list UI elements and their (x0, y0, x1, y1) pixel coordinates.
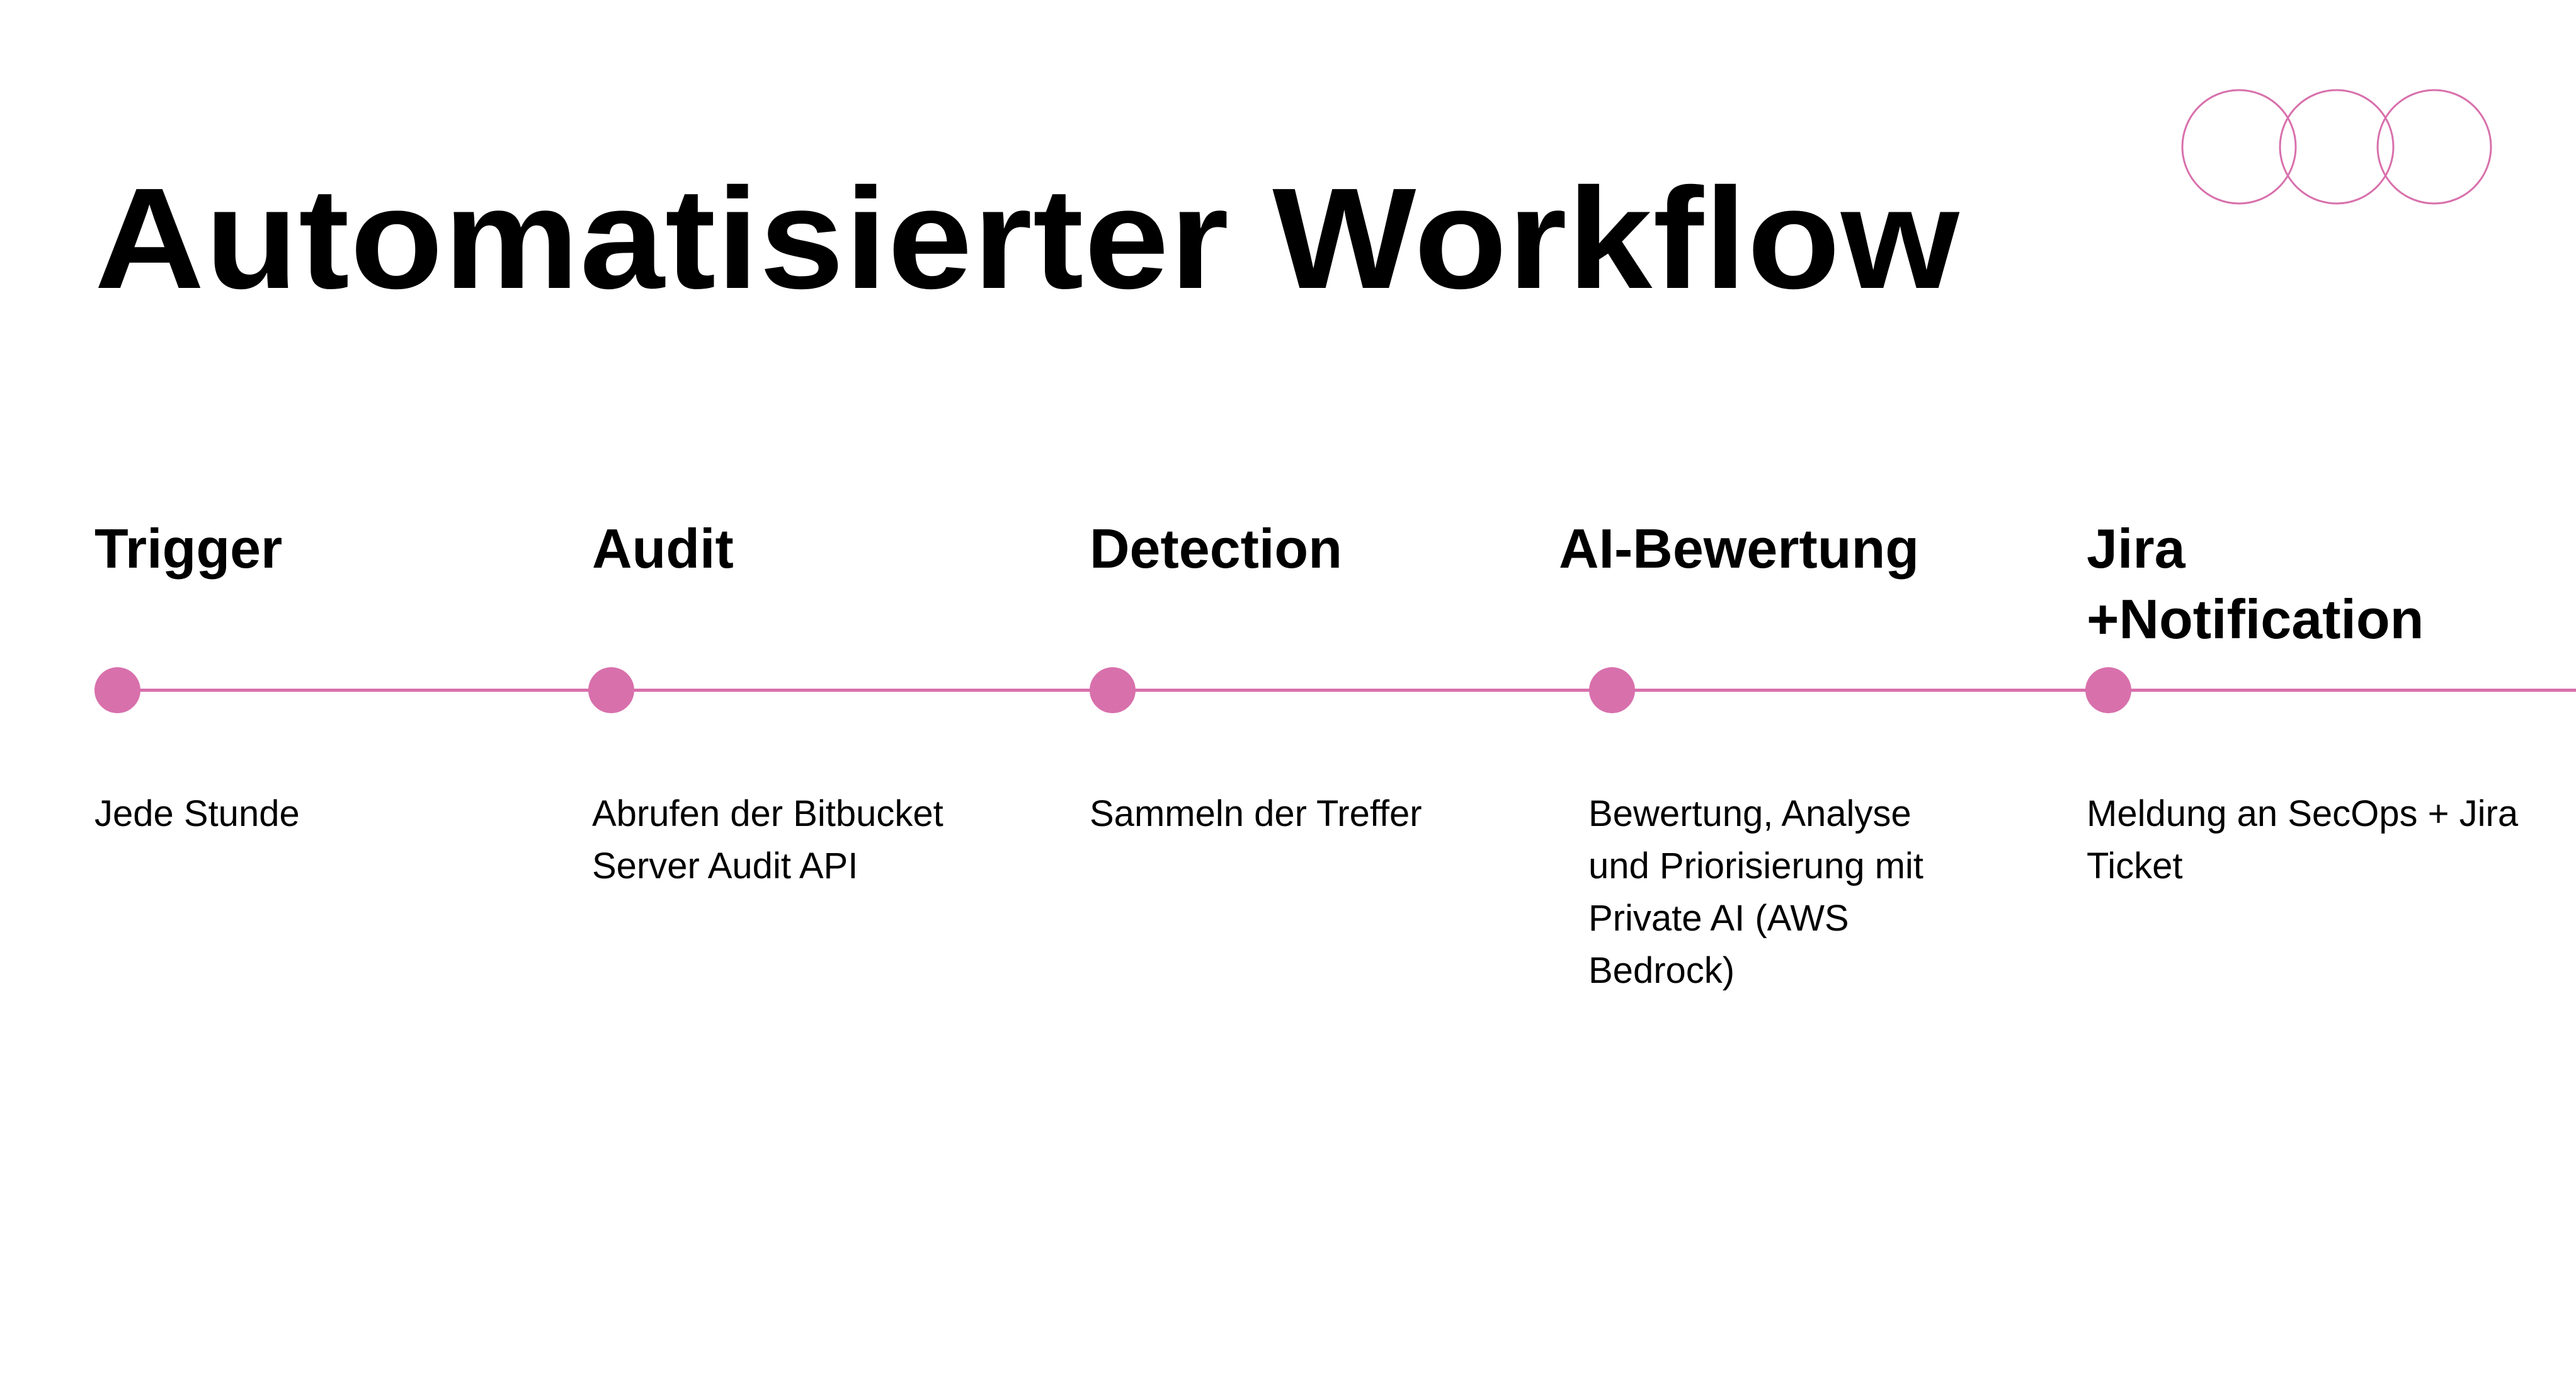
step-description: Meldung an SecOps + Jira Ticket (2087, 793, 2519, 886)
step-heading: Detection (1090, 517, 1342, 580)
logo-circle-right (2376, 89, 2492, 205)
timeline-dot-icon (1090, 667, 1136, 713)
step-heading: AI-Bewertung (1559, 517, 1919, 580)
step-heading: Trigger (94, 517, 283, 580)
timeline-line (113, 689, 2576, 692)
timeline-dot-icon (588, 667, 634, 713)
timeline-dot-icon (2085, 667, 2131, 713)
logo-circle-middle (2279, 89, 2395, 205)
timeline-dot-icon (94, 667, 140, 713)
step-description: Sammeln der Treffer (1090, 793, 1422, 834)
step-heading: Jira +Notification (2087, 517, 2424, 650)
step-description: Abrufen der Bitbucket Server Audit API (592, 793, 943, 886)
three-circles-logo-icon (2181, 89, 2492, 205)
step-description: Bewertung, Analyse und Priorisierung mit… (1588, 793, 1923, 991)
page-title: Automatisierter Workflow (94, 158, 1960, 319)
step-heading: Audit (592, 517, 734, 580)
logo-circle-left (2181, 89, 2297, 205)
timeline-dot-icon (1589, 667, 1635, 713)
step-description: Jede Stunde (94, 793, 300, 834)
